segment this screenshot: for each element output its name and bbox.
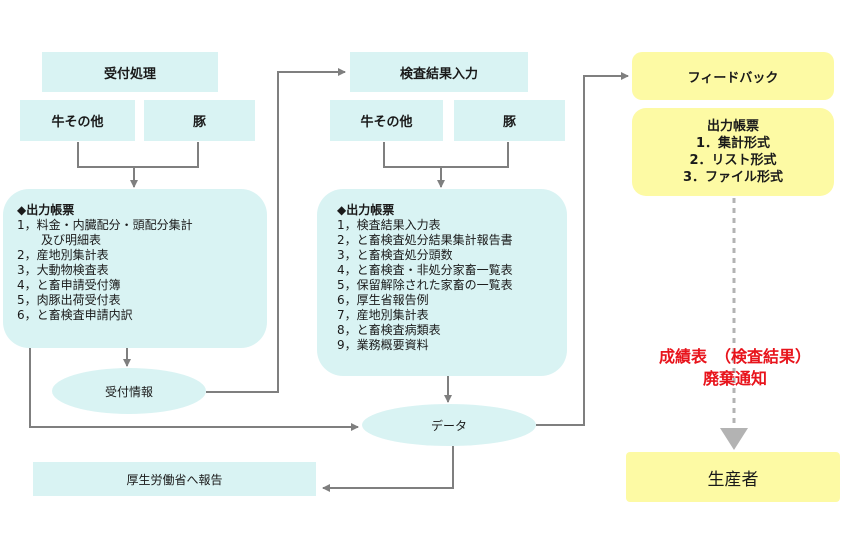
results-notice: 成績表 （検査結果） 廃棄通知 (630, 346, 840, 390)
pig-box-col1: 豚 (144, 100, 255, 141)
arrow-data-to-feedback (536, 72, 629, 426)
output-format-item: 1．集計形式 (695, 136, 771, 151)
pig-box-col2: 豚 (454, 100, 565, 141)
pig-label-col1: 豚 (192, 115, 206, 130)
list-item: 3，と畜検査処分頭数 (337, 248, 453, 262)
list-item: 6，厚生省報告例 (337, 293, 429, 307)
feedback-box: フィードバック (632, 52, 834, 100)
arrow-ellipse1-to-col2 (206, 68, 346, 393)
cattle-box-col1: 牛その他 (20, 100, 135, 141)
inspection-input-label: 検査結果入力 (399, 66, 478, 82)
list-item: 5，保留解除された家畜の一覧表 (337, 278, 513, 292)
cattle-label-col1: 牛その他 (51, 115, 104, 130)
list-head-col2: ◆出力帳票 (337, 203, 395, 217)
merge-line-col2 (383, 142, 509, 168)
list-item: 6，と畜検査申請内訳 (17, 308, 133, 322)
feedback-label: フィードバック (687, 70, 779, 86)
reception-info-label: 受付情報 (104, 384, 153, 399)
output-format-item: 3．ファイル形式 (682, 170, 784, 185)
producer-box: 生産者 (626, 452, 840, 502)
cattle-box-col2: 牛その他 (330, 100, 443, 141)
output-format-box: 出力帳票 1．集計形式 2．リスト形式 3．ファイル形式 (632, 108, 834, 196)
results-notice-line2: 廃棄通知 (702, 369, 767, 388)
list-item: 1，料金・内臓配分・頭配分集計 (17, 218, 193, 232)
list-item: 3，大動物検査表 (17, 263, 109, 277)
results-notice-line1: 成績表 （検査結果） (658, 347, 811, 366)
output-format-item: 2．リスト形式 (689, 153, 777, 168)
arrow-col1-to-data (29, 348, 359, 431)
list-item: 9，業務概要資料 (337, 338, 429, 352)
list-item: 1，検査結果入力表 (337, 218, 441, 232)
output-format-title: 出力帳票 (706, 119, 759, 134)
producer-label: 生産者 (707, 469, 759, 490)
list-item: 8，と畜検査病類表 (337, 323, 441, 337)
list-item: 2，と畜検査処分結果集計報告書 (337, 233, 513, 247)
cattle-label-col2: 牛その他 (360, 115, 413, 130)
report-to-ministry-box: 厚生労働省へ報告 (33, 462, 316, 496)
list-head-col1: ◆出力帳票 (17, 203, 75, 217)
list-item: 7，産地別集計表 (337, 308, 429, 322)
output-forms-list-col2: ◆出力帳票 1，検査結果入力表 2，と畜検査処分結果集計報告書 3，と畜検査処分… (317, 189, 567, 376)
list-item: 及び明細表 (17, 233, 102, 247)
reception-process-label: 受付処理 (103, 66, 156, 82)
inspection-input-box: 検査結果入力 (350, 52, 528, 92)
reception-info-ellipse: 受付情報 (52, 368, 206, 414)
arrow-data-to-report (322, 446, 454, 492)
report-to-ministry-label: 厚生労働省へ報告 (126, 472, 223, 487)
merge-line-col1 (77, 142, 199, 168)
output-forms-list-col1: ◆出力帳票 1，料金・内臓配分・頭配分集計 及び明細表 2，産地別集計表 3，大… (3, 189, 267, 348)
data-label: データ (430, 418, 467, 433)
reception-process-box: 受付処理 (42, 52, 218, 92)
list-item: 5，肉豚出荷受付表 (17, 293, 121, 307)
list-item: 4，と畜申請受付簿 (17, 278, 121, 292)
pig-label-col2: 豚 (502, 115, 516, 130)
arrow-head-to-producer (720, 428, 748, 450)
list-item: 2，産地別集計表 (17, 248, 109, 262)
data-ellipse: データ (362, 404, 536, 446)
list-item: 4，と畜検査・非処分家畜一覧表 (337, 263, 513, 277)
